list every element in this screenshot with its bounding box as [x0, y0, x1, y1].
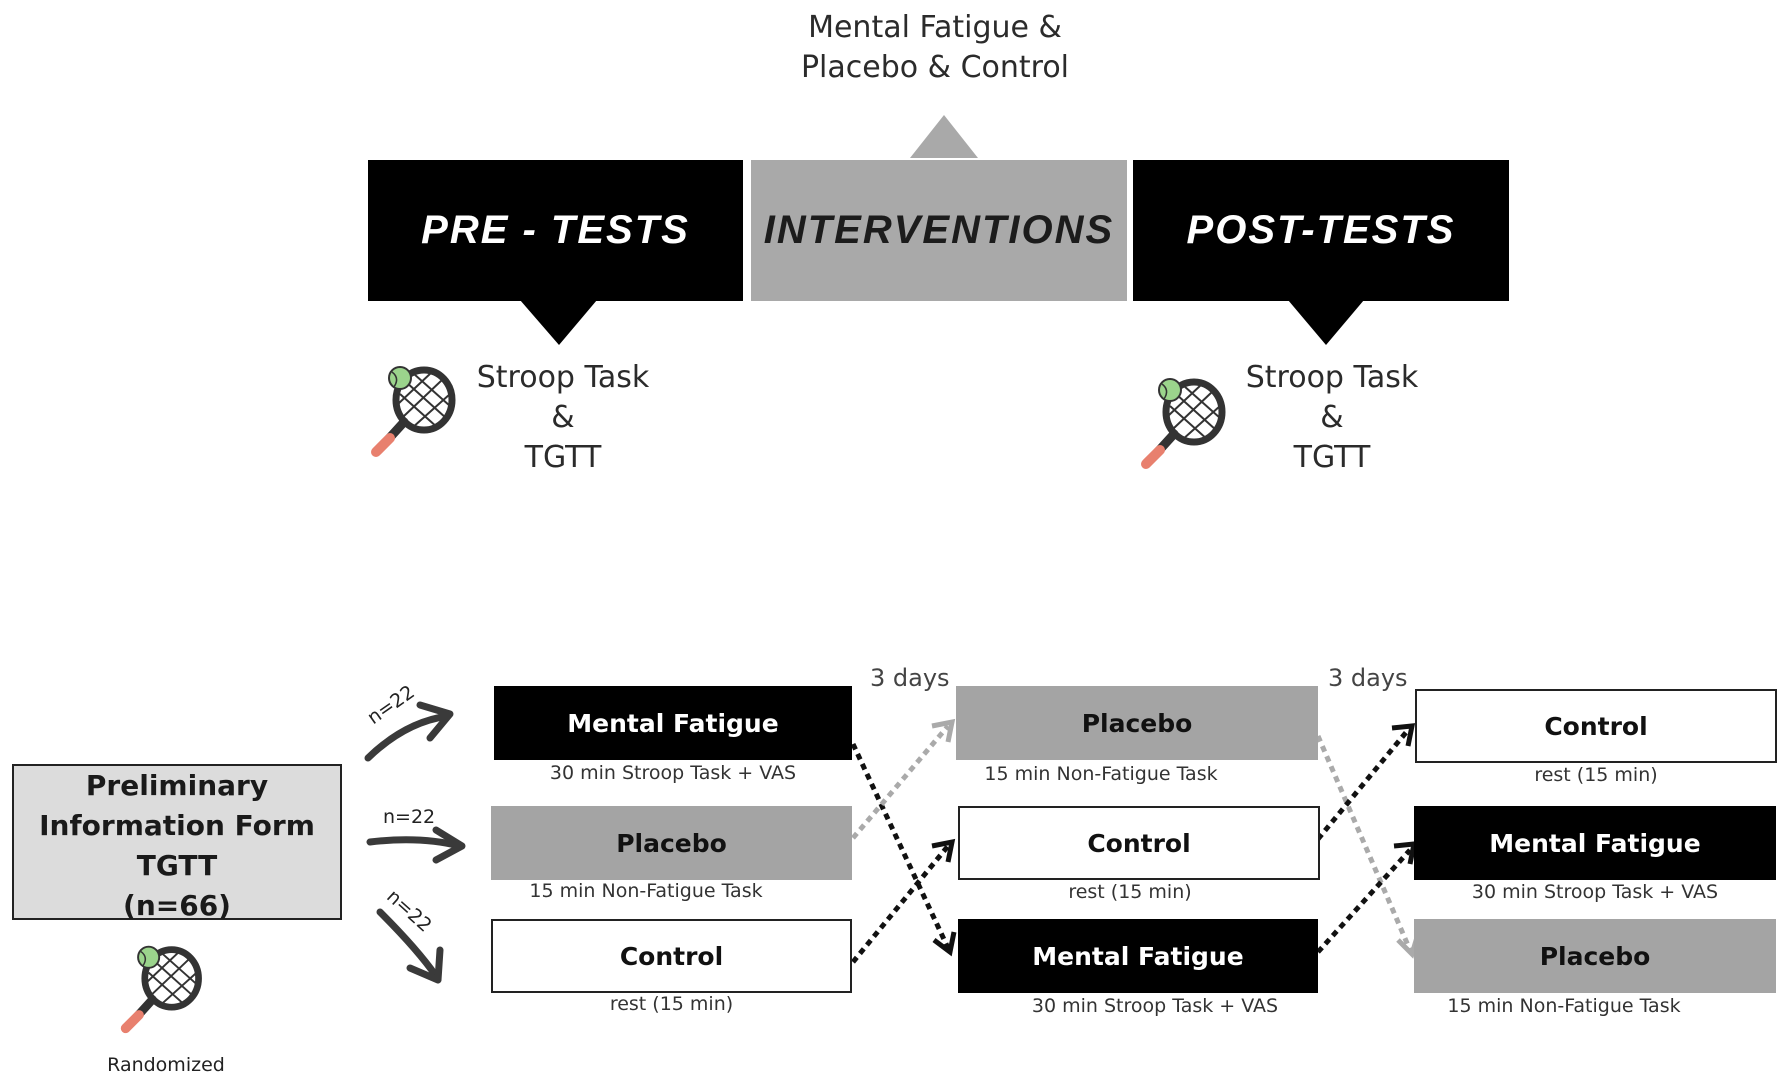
session1-placebo-box: Placebo: [491, 806, 852, 880]
arrow-icon: [364, 712, 452, 762]
pre-tests-tgtt: TGTT: [524, 440, 602, 475]
pre-tests-stroop: Stroop Task: [476, 360, 650, 395]
tennis-racket-icon: [366, 360, 466, 464]
box-label: Control: [1087, 828, 1191, 858]
pre-tests-list: Stroop Task & TGTT: [433, 358, 693, 478]
dotted-arrow-icon: [931, 718, 956, 743]
dotted-arrow-icon: [1316, 848, 1412, 954]
preliminary-form-box: Preliminary Information Form TGTT (n=66): [12, 764, 342, 922]
session2-mental-fatigue-detail: 30 min Stroop Task + VAS: [1031, 995, 1279, 1017]
pre-tests-amp: &: [551, 400, 575, 435]
box-label: Mental Fatigue: [567, 708, 779, 738]
session3-placebo-box: Placebo: [1414, 919, 1776, 993]
interventions-note-line1: Mental Fatigue &: [808, 10, 1062, 45]
session3-control-detail: rest (15 min): [1534, 764, 1658, 786]
phase-post-tests-label: POST-TESTS: [1186, 208, 1456, 252]
session1-control-box: Control: [491, 919, 852, 993]
box-label: Placebo: [1081, 708, 1193, 738]
box-label: Mental Fatigue: [1489, 828, 1701, 858]
tennis-racket-icon: [1136, 372, 1236, 476]
dotted-arrow-icon: [851, 724, 950, 840]
session1-mental-fatigue-box: Mental Fatigue: [494, 686, 852, 760]
post-tests-stroop: Stroop Task: [1245, 360, 1419, 395]
arrow-icon: [366, 836, 464, 850]
dotted-arrow-icon: [850, 742, 951, 950]
arrow-icon: [416, 701, 454, 742]
prelim-line4: (n=66): [123, 889, 231, 922]
dotted-arrow-icon: [1302, 728, 1410, 858]
prelim-line1: Preliminary: [85, 769, 269, 802]
dotted-arrow-icon: [1391, 723, 1416, 747]
session2-control-box: Control: [958, 806, 1320, 880]
dotted-arrow-icon: [1315, 735, 1413, 951]
box-label: Control: [1544, 711, 1648, 741]
post-tests-tgtt: TGTT: [1293, 440, 1371, 475]
session2-placebo-box: Placebo: [956, 686, 1318, 760]
session2-control-detail: rest (15 min): [1068, 881, 1192, 903]
session1-control-detail: rest (15 min): [609, 993, 734, 1015]
box-label: Placebo: [1539, 941, 1651, 971]
session3-placebo-detail: 15 min Non-Fatigue Task: [1447, 995, 1681, 1017]
tennis-racket-icon: [116, 940, 212, 1040]
dotted-arrow-icon: [931, 838, 956, 863]
dotted-arrow-icon: [1393, 841, 1418, 865]
box-label: Placebo: [616, 828, 727, 858]
gap-label: 3 days: [870, 664, 950, 692]
phase-pre-tests-label: PRE - TESTS: [421, 208, 690, 252]
box-label: Control: [619, 941, 724, 971]
session3-mental-fatigue-detail: 30 min Stroop Task + VAS: [1471, 881, 1719, 903]
dotted-arrow-icon: [932, 931, 957, 957]
arrow-icon: [376, 908, 440, 980]
phase-interventions: INTERVENTIONS: [751, 160, 1127, 301]
session3-mental-fatigue-box: Mental Fatigue: [1414, 806, 1776, 880]
box-label: Mental Fatigue: [1032, 941, 1244, 971]
interventions-note-line2: Placebo & Control: [800, 50, 1070, 85]
interventions-note: Mental Fatigue & Placebo & Control: [740, 8, 1130, 88]
arrow-icon: [432, 826, 466, 864]
group-size-label: n=22: [383, 806, 436, 828]
prelim-line2: Information Form: [39, 809, 315, 842]
session1-placebo-detail: 15 min Non-Fatigue Task: [529, 880, 763, 902]
phase-interventions-label: INTERVENTIONS: [763, 208, 1115, 252]
post-tests-list: Stroop Task & TGTT: [1202, 358, 1462, 478]
prelim-line3: TGTT: [136, 849, 218, 882]
randomized-caption: Randomized: [107, 1054, 225, 1076]
interventions-pointer: [910, 115, 978, 158]
session1-mental-fatigue-detail: 30 min Stroop Task + VAS: [549, 762, 797, 784]
arrow-icon: [406, 946, 444, 984]
phase-pre-tests: PRE - TESTS: [368, 160, 743, 301]
dotted-arrow-icon: [851, 844, 950, 964]
session2-mental-fatigue-box: Mental Fatigue: [958, 919, 1318, 993]
session3-control-box: Control: [1415, 689, 1777, 763]
post-tests-pointer: [1288, 300, 1364, 345]
phase-post-tests: POST-TESTS: [1133, 160, 1509, 301]
session2-placebo-detail: 15 min Non-Fatigue Task: [984, 763, 1218, 785]
pre-tests-pointer: [520, 300, 597, 345]
gap-label: 3 days: [1328, 664, 1408, 692]
post-tests-amp: &: [1320, 400, 1344, 435]
